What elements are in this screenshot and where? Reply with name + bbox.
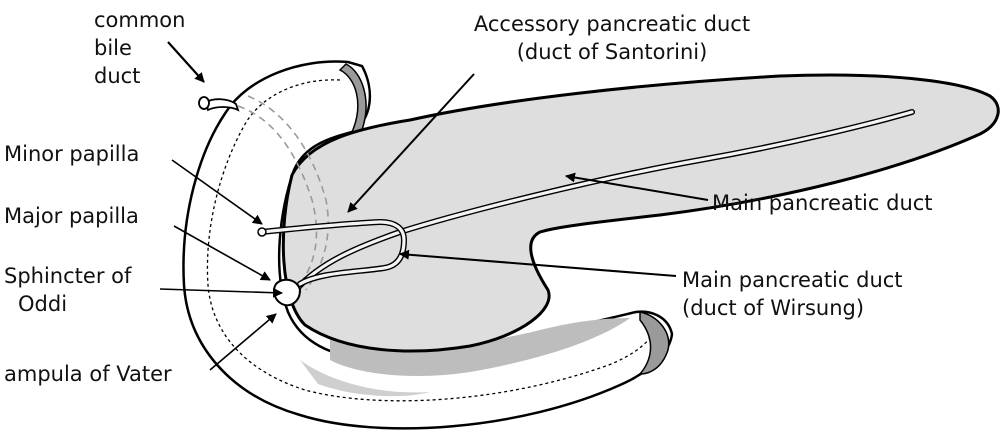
arrow-minor-papilla <box>171 159 263 225</box>
label-accessory-duct-line2: (duct of Santorini) <box>516 40 708 64</box>
label-minor-papilla: Minor papilla <box>4 142 140 166</box>
label-common-bile-duct-line2: bile <box>94 36 132 60</box>
arrow-sphincter <box>159 287 283 298</box>
label-wirsung: Main pancreatic duct (duct of Wirsung) <box>682 266 903 322</box>
label-sphincter-line2: Oddi <box>18 292 68 316</box>
common-bile-duct-path-2 <box>247 95 329 291</box>
accessory-pancreatic-duct-lumen <box>260 220 406 286</box>
label-sphincter-line1: Sphincter of <box>4 264 132 288</box>
duodenum-lumen-shading-2 <box>300 360 430 397</box>
arrow-accessory-duct <box>347 73 475 213</box>
duodenum-lumen-shading <box>330 318 630 376</box>
duodenum-cut-end-bottom <box>638 311 670 375</box>
label-accessory-duct-line1: Accessory pancreatic duct <box>473 12 751 36</box>
minor-papilla <box>257 227 267 237</box>
label-accessory-duct: Accessory pancreatic duct (duct of Santo… <box>452 10 772 66</box>
label-ampulla: ampula of Vater <box>4 362 172 386</box>
label-common-bile-duct-line1: common <box>94 8 186 32</box>
label-sphincter: Sphincter of Oddi <box>4 262 131 318</box>
common-bile-duct-opening <box>198 96 210 110</box>
main-pancreatic-duct-lumen <box>294 110 914 292</box>
label-wirsung-line2: (duct of Wirsung) <box>682 296 865 320</box>
arrow-major-papilla <box>173 225 271 281</box>
label-common-bile-duct-line3: duct <box>94 64 141 88</box>
common-bile-duct-path <box>237 105 318 285</box>
common-bile-duct-tube <box>204 98 240 112</box>
duodenum-inner-wall <box>206 79 651 402</box>
arrow-wirsung <box>399 249 677 277</box>
arrow-ampulla <box>209 313 277 371</box>
label-main-duct: Main pancreatic duct <box>712 191 933 215</box>
arrow-common-bile-duct <box>167 41 205 83</box>
label-wirsung-line1: Main pancreatic duct <box>682 268 903 292</box>
arrow-main-duct <box>565 172 709 201</box>
label-major-papilla: Major papilla <box>4 204 139 228</box>
pancreas <box>281 73 1000 353</box>
label-common-bile-duct: common bile duct <box>94 6 185 90</box>
